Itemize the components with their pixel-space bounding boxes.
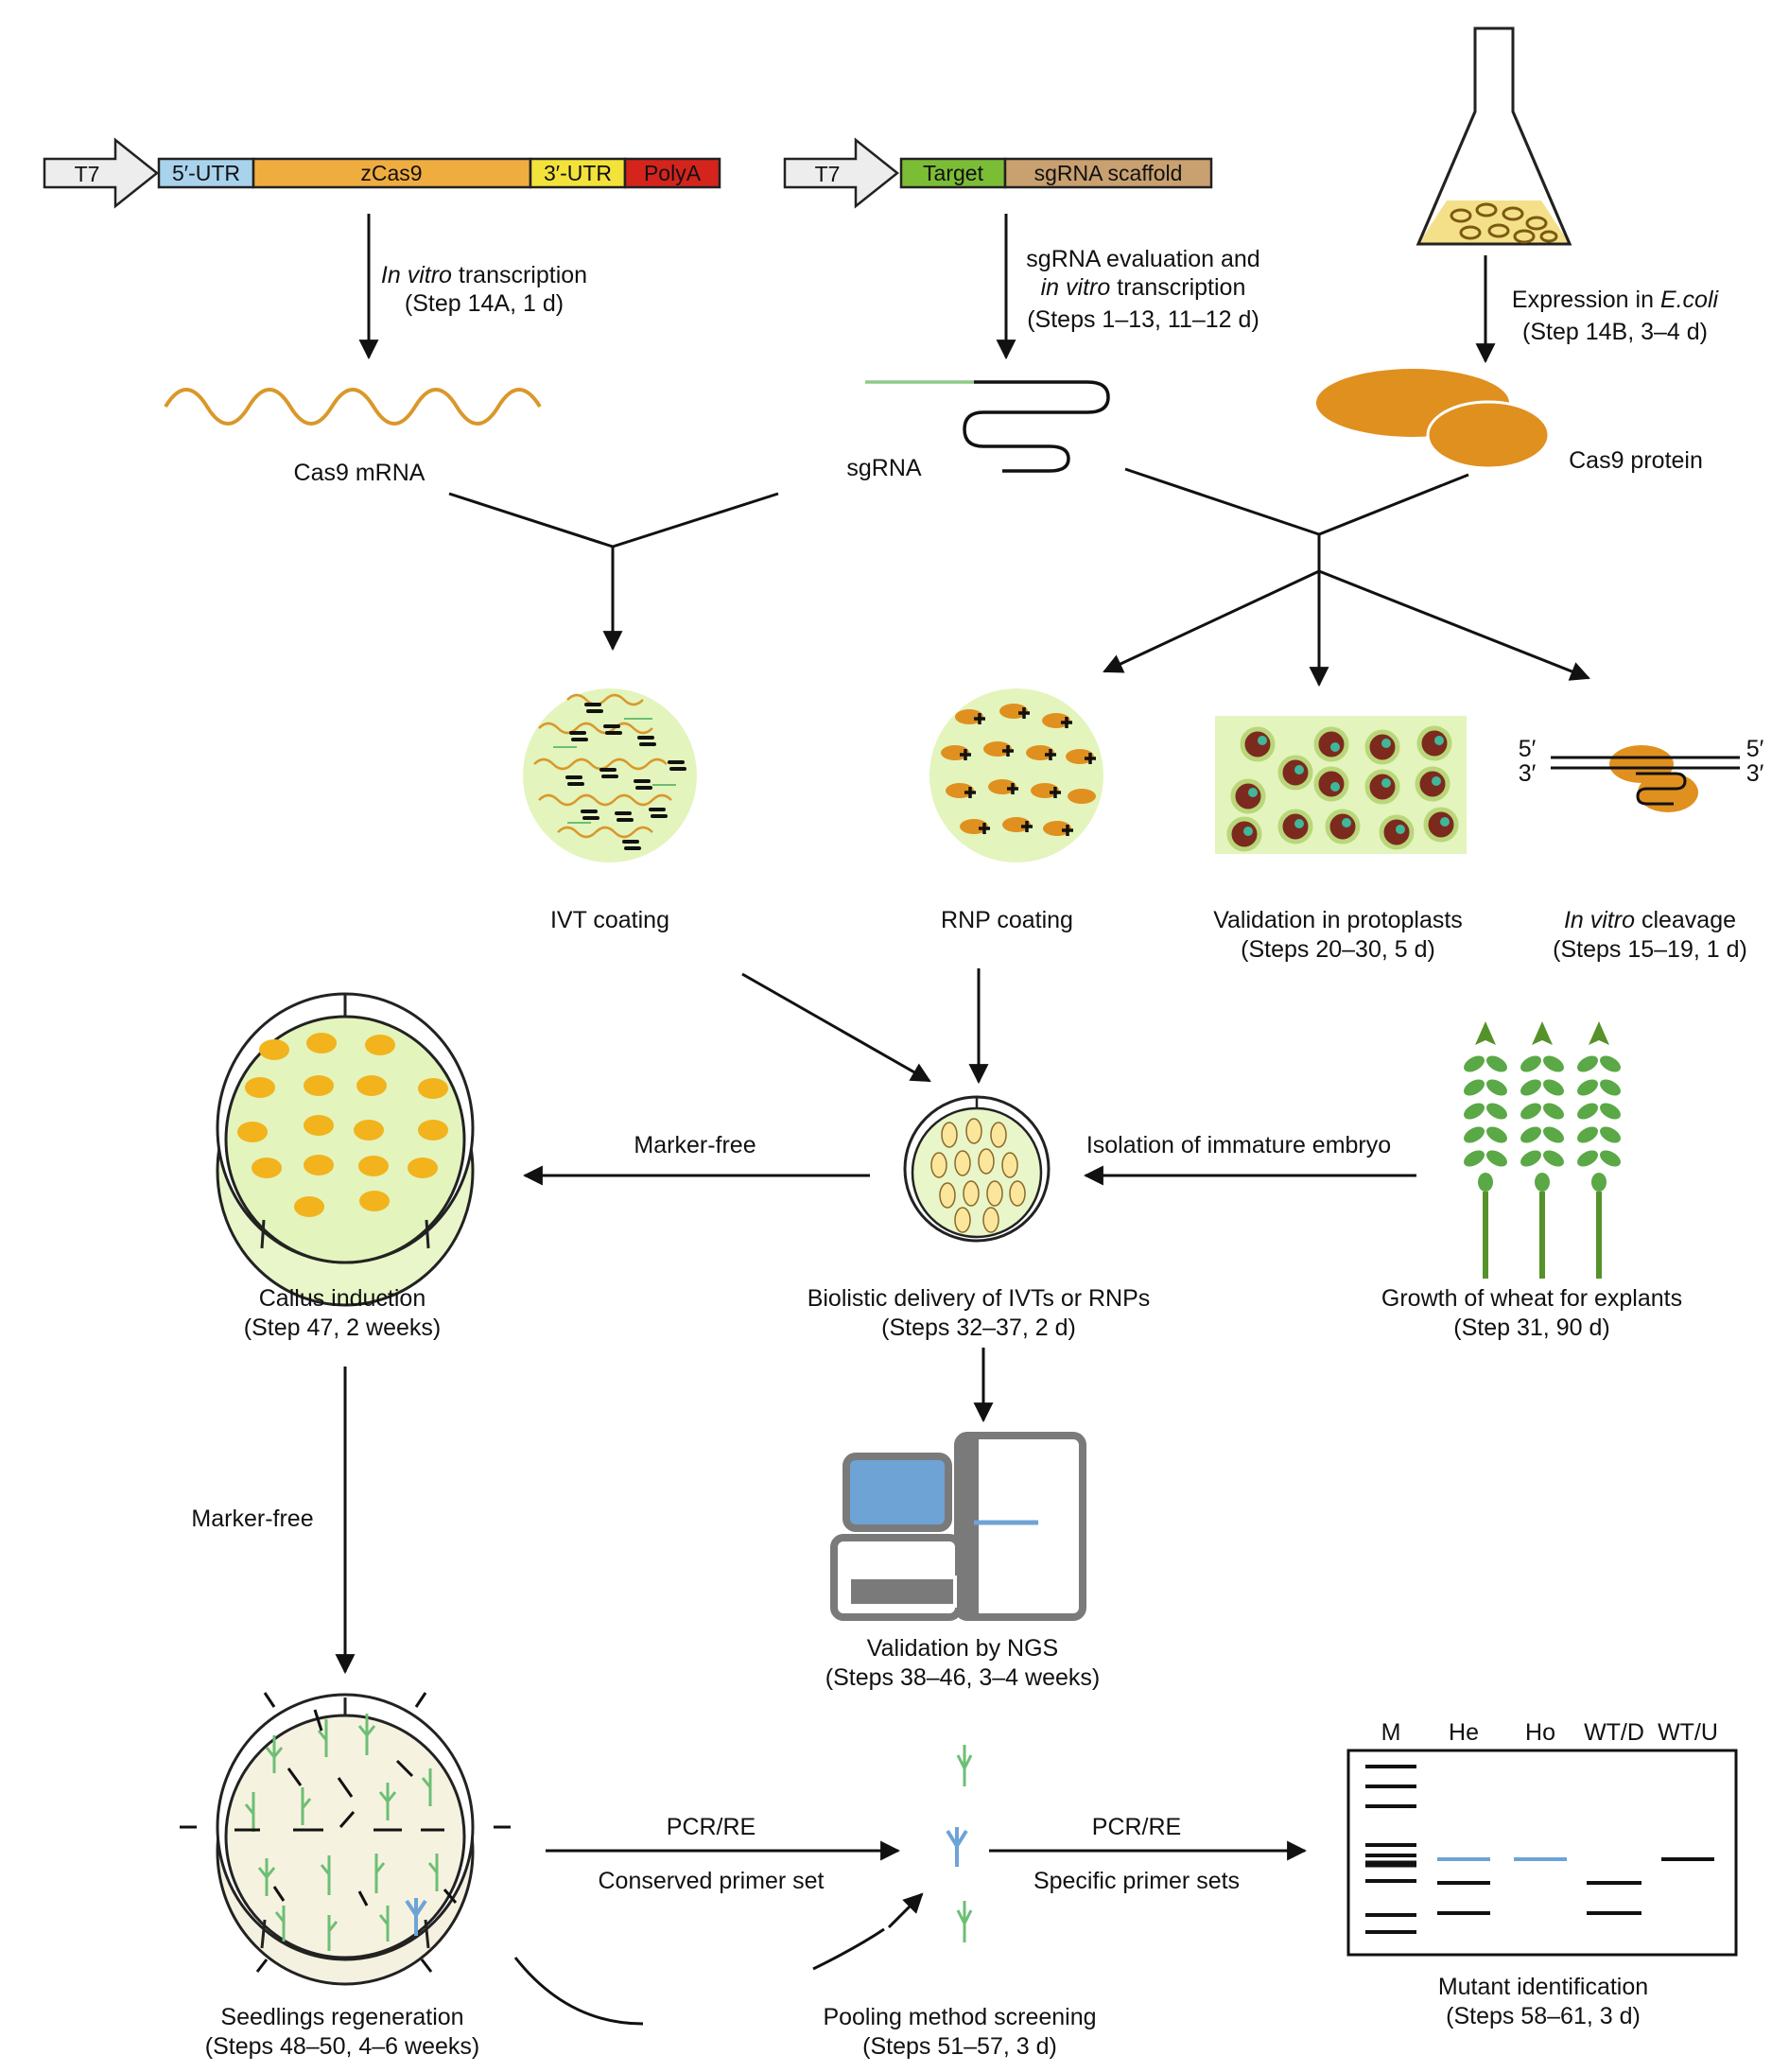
pcr2-bottom: Specific primer sets bbox=[1033, 1868, 1240, 1894]
flask-icon bbox=[1416, 26, 1572, 246]
gel-lane-he: He bbox=[1449, 1719, 1479, 1746]
marker-free-label-2: Marker-free bbox=[191, 1506, 313, 1532]
expression-italic: E.coli bbox=[1660, 287, 1720, 313]
cleavage-rest: cleavage bbox=[1635, 907, 1736, 933]
expression-prefix: Expression in bbox=[1512, 287, 1660, 313]
cleavage-icon bbox=[1551, 745, 1740, 812]
wheat-icon bbox=[1464, 1021, 1621, 1279]
zcas9-label: zCas9 bbox=[360, 161, 422, 185]
arrow-to-cleavage bbox=[1318, 569, 1590, 681]
ivt-label: In vitro transcription bbox=[381, 262, 587, 288]
gel-panel bbox=[1346, 1749, 1738, 1957]
scaffold-label: sgRNA scaffold bbox=[1034, 161, 1183, 185]
return-curve-left bbox=[513, 1957, 644, 2026]
protoplasts-step: (Steps 20–30, 5 d) bbox=[1241, 936, 1435, 963]
biolistic-step: (Steps 32–37, 2 d) bbox=[881, 1315, 1076, 1341]
ngs-title: Validation by NGS bbox=[867, 1635, 1058, 1662]
callus-step: (Step 47, 2 weeks) bbox=[244, 1315, 441, 1341]
sgrna-eval-step: (Steps 1–13, 11–12 d) bbox=[1027, 306, 1259, 333]
biolistic-title: Biolistic delivery of IVTs or RNPs bbox=[808, 1285, 1151, 1312]
return-arrow bbox=[887, 1892, 924, 1929]
target-label: Target bbox=[923, 161, 984, 185]
sgrna-eval-rest: transcription bbox=[1110, 274, 1245, 301]
sgrna-eval-italic: in vitro bbox=[1041, 274, 1111, 301]
seedlings-plate bbox=[180, 1692, 511, 1986]
seedlings-title: Seedlings regeneration bbox=[220, 2004, 463, 2030]
marker-free-label-1: Marker-free bbox=[634, 1132, 756, 1158]
cleavage-title: In vitro cleavage bbox=[1564, 907, 1736, 933]
callus-title: Callus induction bbox=[259, 1285, 426, 1312]
polya-segment bbox=[623, 157, 721, 189]
t7-label-1: T7 bbox=[75, 162, 100, 186]
pcr2-top: PCR/RE bbox=[1092, 1814, 1181, 1840]
arrow-to-rnp-coating bbox=[1103, 569, 1320, 673]
utr3-label: 3′-UTR bbox=[544, 161, 612, 185]
isolation-label: Isolation of immature embryo bbox=[1086, 1132, 1391, 1158]
zcas9-segment bbox=[252, 157, 532, 189]
cas9-construct: T7 5′-UTR zCas9 3′-UTR PolyA bbox=[43, 137, 721, 209]
utr3-segment bbox=[529, 157, 627, 189]
cleavage-3prime-right: 3′ bbox=[1746, 760, 1764, 787]
utr5-segment bbox=[157, 157, 255, 189]
mutant-title: Mutant identification bbox=[1438, 1974, 1648, 2000]
t7-promoter-arrow-2 bbox=[783, 137, 900, 209]
rnp-coating-disc bbox=[929, 688, 1103, 862]
seedlings-step: (Steps 48–50, 4–6 weeks) bbox=[205, 2033, 479, 2060]
t7-promoter-arrow bbox=[43, 137, 160, 209]
cas9-protein-label: Cas9 protein bbox=[1569, 447, 1703, 474]
ivt-coating-disc bbox=[523, 688, 697, 862]
polya-label: PolyA bbox=[644, 161, 702, 185]
pcr1-bottom: Conserved primer set bbox=[599, 1868, 825, 1894]
merge-lines-ivt bbox=[448, 492, 779, 548]
return-curve-right bbox=[812, 1927, 885, 1971]
cas9-mrna-label: Cas9 mRNA bbox=[294, 460, 426, 486]
pooling-title: Pooling method screening bbox=[823, 2004, 1096, 2030]
protoplasts-panel bbox=[1215, 716, 1467, 854]
ivt-coating-label: IVT coating bbox=[550, 907, 669, 933]
expression-label: Expression in E.coli bbox=[1512, 287, 1720, 313]
rnp-coating-label: RNP coating bbox=[941, 907, 1073, 933]
ivt-rest: transcription bbox=[452, 262, 587, 288]
ivt-italic: In vitro bbox=[381, 262, 452, 288]
cleavage-5prime-right: 5′ bbox=[1746, 736, 1764, 762]
gel-lane-wtd: WT/D bbox=[1584, 1719, 1644, 1746]
gel-lane-m: M bbox=[1381, 1719, 1401, 1746]
callus-plate bbox=[216, 992, 475, 1307]
sgrna-construct: T7 Target sgRNA scaffold bbox=[783, 137, 1213, 209]
cleavage-step: (Steps 15–19, 1 d) bbox=[1553, 936, 1747, 963]
merge-lines-rnp bbox=[1124, 467, 1469, 571]
target-segment bbox=[899, 157, 1007, 189]
t7-label-2: T7 bbox=[815, 162, 841, 186]
mutant-step: (Steps 58–61, 3 d) bbox=[1446, 2003, 1641, 2029]
mrna-wave bbox=[164, 388, 542, 426]
arrow-ivt-to-biolistic bbox=[741, 972, 931, 1083]
cleavage-italic: In vitro bbox=[1564, 907, 1635, 933]
sgrna-label: sgRNA bbox=[846, 455, 922, 481]
gel-lane-wtu: WT/U bbox=[1658, 1719, 1718, 1746]
sgrna-eval-line1: sgRNA evaluation and bbox=[1026, 246, 1259, 272]
gel-lane-ho: Ho bbox=[1525, 1719, 1555, 1746]
cleavage-5prime-left: 5′ bbox=[1519, 736, 1537, 762]
wheat-title: Growth of wheat for explants bbox=[1381, 1285, 1682, 1312]
sgrna-icon bbox=[865, 380, 1110, 473]
expression-step: (Step 14B, 3–4 d) bbox=[1522, 319, 1708, 345]
ivt-step: (Step 14A, 1 d) bbox=[405, 290, 564, 317]
pcr1-top: PCR/RE bbox=[667, 1814, 756, 1840]
cleavage-3prime-left: 3′ bbox=[1519, 760, 1537, 787]
pooling-step: (Steps 51–57, 3 d) bbox=[862, 2033, 1057, 2060]
scaffold-segment bbox=[1003, 157, 1213, 189]
cas9-protein-icon bbox=[1316, 369, 1551, 470]
pooling-seedlings-icon bbox=[946, 1745, 973, 1942]
sgrna-eval-line2: in vitro transcription bbox=[1041, 274, 1246, 301]
utr5-label: 5′-UTR bbox=[172, 161, 240, 185]
biolistic-plate bbox=[903, 1095, 1051, 1243]
wheat-step: (Step 31, 90 d) bbox=[1453, 1315, 1609, 1341]
protoplasts-title: Validation in protoplasts bbox=[1213, 907, 1463, 933]
ngs-step: (Steps 38–46, 3–4 weeks) bbox=[825, 1664, 1100, 1691]
mutant-seedling-icon bbox=[405, 1898, 427, 1936]
sequencer-icon bbox=[830, 1432, 1086, 1621]
